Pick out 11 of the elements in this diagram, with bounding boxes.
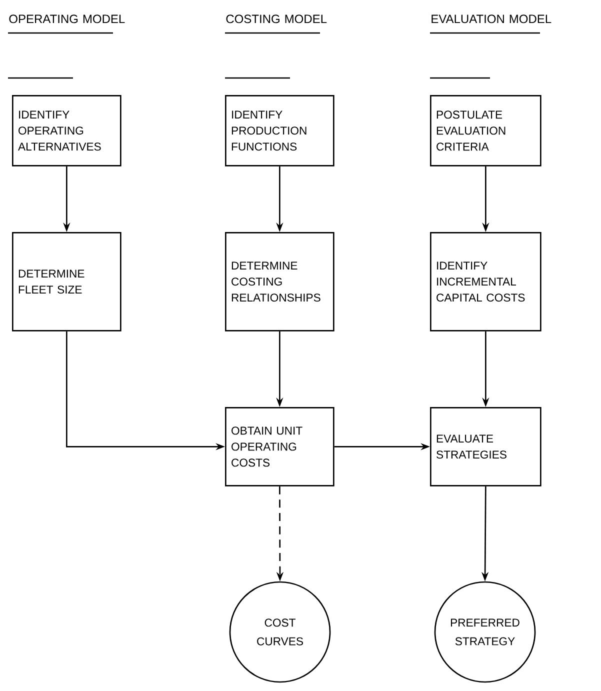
column-heading: OPERATING MODEL — [9, 14, 125, 24]
process-box: DETERMINE FLEET SIZE — [12, 232, 122, 332]
process-box: OBTAIN UNIT OPERATING COSTS — [225, 407, 334, 486]
process-box: DETERMINE COSTING RELATIONSHIPS — [225, 232, 334, 332]
process-box: IDENTIFY INCREMENTAL CAPITAL COSTS — [430, 232, 542, 332]
process-box: IDENTIFY OPERATING ALTERNATIVES — [12, 95, 122, 166]
column-heading: EVALUATION MODEL — [432, 14, 552, 24]
process-box: POSTULATE EVALUATION CRITERIA — [430, 95, 542, 166]
process-box: IDENTIFY PRODUCTION FUNCTIONS — [225, 95, 334, 166]
process-box: EVALUATE STRATEGIES — [430, 407, 542, 486]
column-heading: COSTING MODEL — [226, 14, 327, 24]
